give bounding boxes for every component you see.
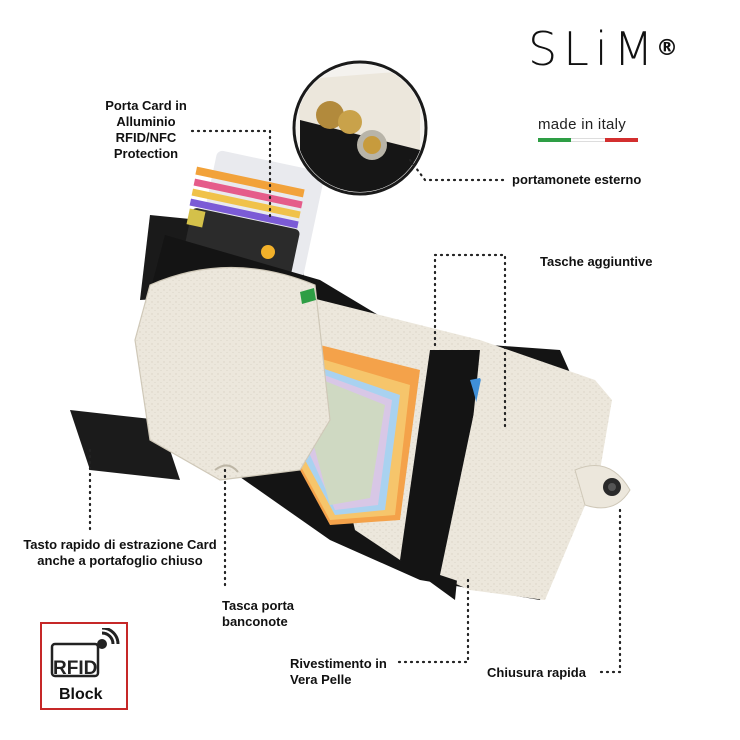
callout-card-case: Porta Card in Alluminio RFID/NFC Protect… [105,98,187,161]
made-in-italy: made in italy [538,116,627,133]
leader-extra-pockets [433,253,507,432]
leader-coin-pocket [408,158,507,182]
rfid-signal-icon [50,628,120,678]
leader-closure [596,508,622,674]
callout-extra-pockets: Tasche aggiuntive [540,254,653,269]
callout-leather: Rivestimento in Vera Pelle [290,656,387,687]
callout-quick-eject: Tasto rapido di estrazione Card anche a … [23,537,217,568]
rfid-block-badge: RFID Block [40,622,128,710]
left-pocket [134,266,331,481]
block-label: Block [59,686,103,703]
leader-leather [393,578,470,664]
logo-wordmark: SLiM [528,22,660,76]
leader-card-case [190,129,272,222]
italian-flag-bar [538,138,638,142]
callout-coin-pocket: portamonete esterno [512,172,642,187]
coin-pocket-detail [292,60,428,196]
rfid-label: RFID [53,658,98,679]
callout-closure: Chiusura rapida [487,665,586,680]
brand-logo: SLiM ® [528,22,708,76]
callout-bill-pocket: Tasca porta banconote [222,598,295,629]
registered-mark: ® [656,36,678,61]
